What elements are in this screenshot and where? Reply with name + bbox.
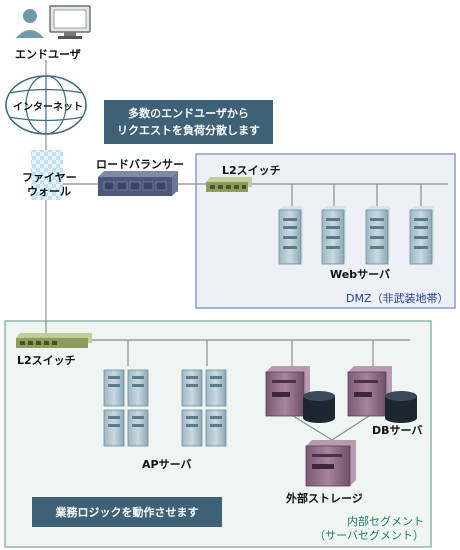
end-user-icon — [16, 5, 91, 39]
load-balancing-callout-line2: リクエストを負荷分散します — [117, 124, 260, 137]
external-storage-icon — [305, 440, 356, 487]
load-balancer-label: ロードバランサー — [96, 158, 184, 171]
internal-segment-label: 内部セグメント （サーバセグメント） — [312, 515, 424, 543]
ap-server-icon — [205, 369, 227, 447]
load-balancer-icon — [98, 171, 178, 196]
internet-label: インターネット — [13, 102, 83, 113]
ap-server-icon — [127, 369, 149, 447]
web-server-icon — [321, 206, 346, 265]
l2-switch-internal-icon — [16, 333, 92, 348]
db-disk-icon — [385, 391, 417, 423]
firewall-label-line1: ファイヤー — [22, 171, 77, 184]
db-servers-label: DBサーバ — [372, 424, 423, 437]
web-servers-label: Webサーバ — [330, 268, 390, 281]
l2-switch-dmz-label: L2スイッチ — [222, 164, 281, 177]
internal-segment-label-line2: （サーバセグメント） — [314, 529, 424, 542]
dmz-zone-label: DMZ（非武装地帯） — [346, 292, 449, 305]
load-balancing-callout-line1: 多数のエンドユーザから — [128, 107, 249, 120]
l2-switch-internal-label: L2スイッチ — [17, 354, 76, 367]
web-server-icon — [409, 206, 434, 265]
load-balancing-callout: 多数のエンドユーザから リクエストを負荷分散します — [104, 100, 273, 144]
web-server-icon — [365, 206, 390, 265]
l2-switch-dmz-icon — [206, 177, 252, 192]
firewall-icon — [31, 150, 63, 200]
business-logic-callout: 業務ロジックを動作させます — [32, 497, 222, 527]
internet-globe-icon — [5, 75, 87, 135]
firewall-label-line2: ウォール — [27, 185, 71, 198]
db-disk-icon — [303, 391, 335, 423]
internal-segment-label-line1: 内部セグメント — [347, 515, 424, 528]
web-server-icon — [278, 206, 303, 265]
ap-server-icon — [181, 369, 203, 447]
db-server-icon — [347, 366, 392, 417]
db-server-icon — [265, 366, 310, 417]
ap-servers-label: APサーバ — [142, 458, 192, 471]
external-storage-label: 外部ストレージ — [286, 492, 363, 505]
end-user-label: エンドユーザ — [15, 48, 81, 61]
ap-server-icon — [103, 369, 125, 447]
